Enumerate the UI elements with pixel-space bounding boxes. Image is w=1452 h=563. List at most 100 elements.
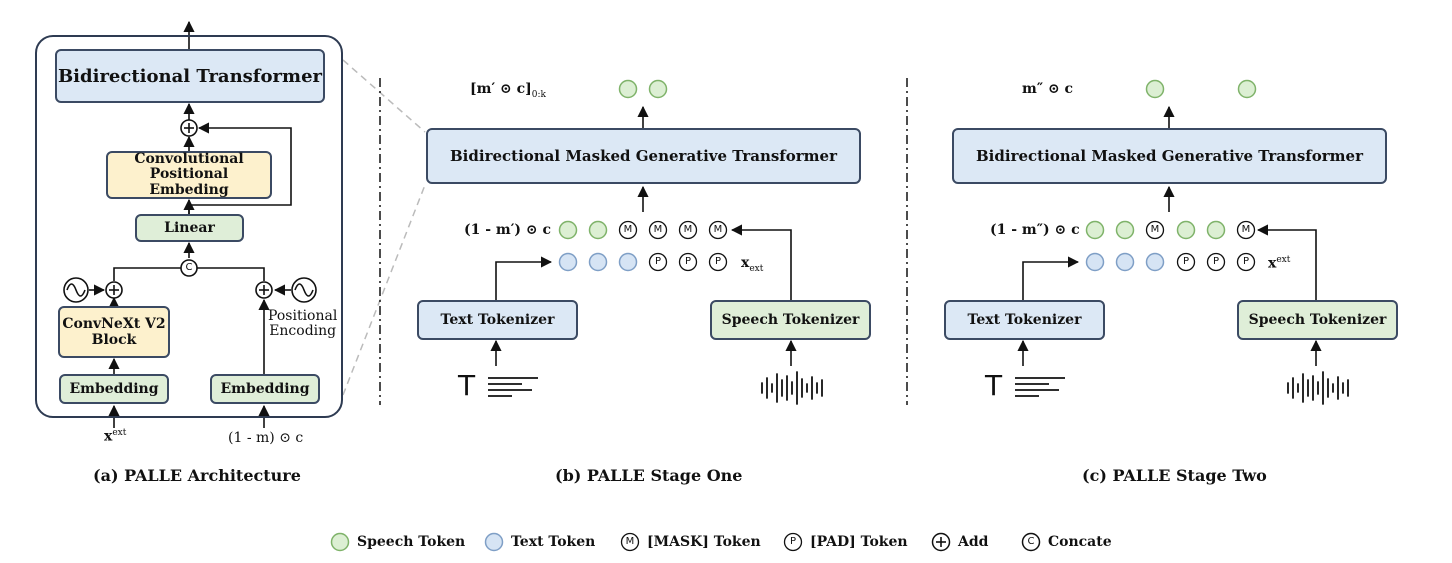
legend-add-label: Add [958, 534, 989, 550]
stage-two-input-label: (1 - m″) ⊙ c [990, 222, 1080, 238]
stage-two-xext-sup: ext [1276, 255, 1291, 265]
text-token [588, 252, 608, 272]
stage-one-xext-sub: ext [749, 263, 764, 274]
stage-one-output-sub: 0:k [531, 89, 546, 100]
sine-icon-left [63, 277, 89, 303]
pad-token [648, 252, 668, 272]
speech-token [648, 79, 668, 99]
embedding-left-box: Embedding [59, 374, 169, 404]
pad-glyph: P [714, 256, 722, 267]
pad-glyph: P [789, 536, 797, 547]
masked-generative-transformer-box-c: Bidirectional Masked Generative Transfor… [952, 128, 1387, 184]
pad-token [1176, 252, 1196, 272]
pad-glyph: P [654, 256, 662, 267]
text-lines-icon-b [488, 377, 538, 397]
legend-add-swatch [931, 532, 951, 552]
speech-token [1145, 79, 1165, 99]
text-token [1085, 252, 1105, 272]
conv-positional-embedding-box: Convolutional Positional Embeding [106, 151, 272, 199]
convnext-line1: ConvNeXt V2 [62, 315, 166, 332]
speech-token [618, 79, 638, 99]
pad-token [1236, 252, 1256, 272]
pad-glyph: P [1212, 256, 1220, 267]
stage-one-output-base: [m′ ⊙ c] [470, 81, 532, 97]
sine-icon-right [291, 277, 317, 303]
panel-c-wiring [1017, 105, 1322, 366]
stage-two-output-label: m″ ⊙ c [1022, 81, 1074, 97]
add-circle-left [105, 281, 123, 299]
mask-glyph: M [1241, 224, 1251, 235]
legend-pad-label: [PAD] Token [810, 534, 908, 550]
speech-token [1176, 220, 1196, 240]
legend-text-label: Text Token [511, 534, 596, 550]
stage-two-xext-label: xext [1268, 256, 1290, 271]
mask-glyph: M [713, 224, 723, 235]
input-xext-base: x [104, 428, 113, 445]
pad-token [678, 252, 698, 272]
mask-token [648, 220, 668, 240]
mask-glyph: M [1150, 224, 1160, 235]
legend-speech-label: Speech Token [357, 534, 466, 550]
text-icon-c: T [985, 369, 1003, 402]
palle-architecture-panel [35, 35, 343, 418]
text-token [558, 252, 578, 272]
bidirectional-transformer-box: Bidirectional Transformer [55, 49, 325, 103]
legend-text-swatch [484, 532, 504, 552]
zoom-line-top [342, 59, 426, 133]
legend-speech-swatch [330, 532, 350, 552]
pad-glyph: P [1242, 256, 1250, 267]
add-circle-top [180, 119, 198, 137]
text-icon-b: T [458, 369, 476, 402]
stage-one-input-label: (1 - m′) ⊙ c [464, 222, 552, 238]
pad-token [1206, 252, 1226, 272]
mask-token [618, 220, 638, 240]
speech-tokenizer-box-b: Speech Tokenizer [710, 300, 871, 340]
input-xext-label: xext [104, 429, 126, 444]
text-token [1115, 252, 1135, 272]
speech-token [1085, 220, 1105, 240]
positional-encoding-label: Positional Encoding [268, 308, 338, 340]
input-masked-c-label: (1 - m) ⊙ c [228, 430, 304, 446]
pad-glyph: P [684, 256, 692, 267]
concat-glyph: C [185, 262, 193, 273]
speech-token [1237, 79, 1257, 99]
waveform-icon-c [1287, 371, 1349, 405]
text-tokenizer-box-c: Text Tokenizer [944, 300, 1105, 340]
speech-token [558, 220, 578, 240]
mask-token [1236, 220, 1256, 240]
speech-token [588, 220, 608, 240]
speech-token [1115, 220, 1135, 240]
speech-token [1206, 220, 1226, 240]
concat-glyph: C [1027, 536, 1035, 547]
legend-concat-swatch [1021, 532, 1041, 552]
masked-generative-transformer-box-b: Bidirectional Masked Generative Transfor… [426, 128, 861, 184]
embedding-right-box: Embedding [210, 374, 320, 404]
speech-tokenizer-box-c: Speech Tokenizer [1237, 300, 1398, 340]
concat-circle [180, 259, 198, 277]
convnext-line2: Block [91, 332, 137, 348]
mask-token [708, 220, 728, 240]
positional-encoding-line1: Positional [268, 308, 338, 324]
pad-glyph: P [1182, 256, 1190, 267]
mask-token [1145, 220, 1165, 240]
mask-glyph: M [623, 224, 633, 235]
linear-box: Linear [135, 214, 244, 242]
input-xext-sup: ext [112, 428, 127, 438]
conv-pos-line1: Convolutional [134, 150, 244, 167]
caption-c: (c) PALLE Stage Two [1082, 466, 1267, 485]
stage-one-output-label: [m′ ⊙ c]0:k [470, 82, 546, 100]
mask-token [678, 220, 698, 240]
mask-glyph: M [625, 536, 635, 547]
stage-two-xext-base: x [1268, 255, 1277, 272]
legend-concat-label: Concate [1048, 534, 1112, 550]
legend-mask-swatch [620, 532, 640, 552]
positional-encoding-line2: Encoding [269, 323, 337, 340]
zoom-line-bottom [342, 184, 426, 396]
legend-mask-label: [MASK] Token [647, 534, 761, 550]
caption-a: (a) PALLE Architecture [93, 466, 301, 485]
text-token [1145, 252, 1165, 272]
convnext-block-box: ConvNeXt V2 Block [58, 306, 170, 358]
text-lines-icon-c [1015, 377, 1065, 397]
text-token [618, 252, 638, 272]
